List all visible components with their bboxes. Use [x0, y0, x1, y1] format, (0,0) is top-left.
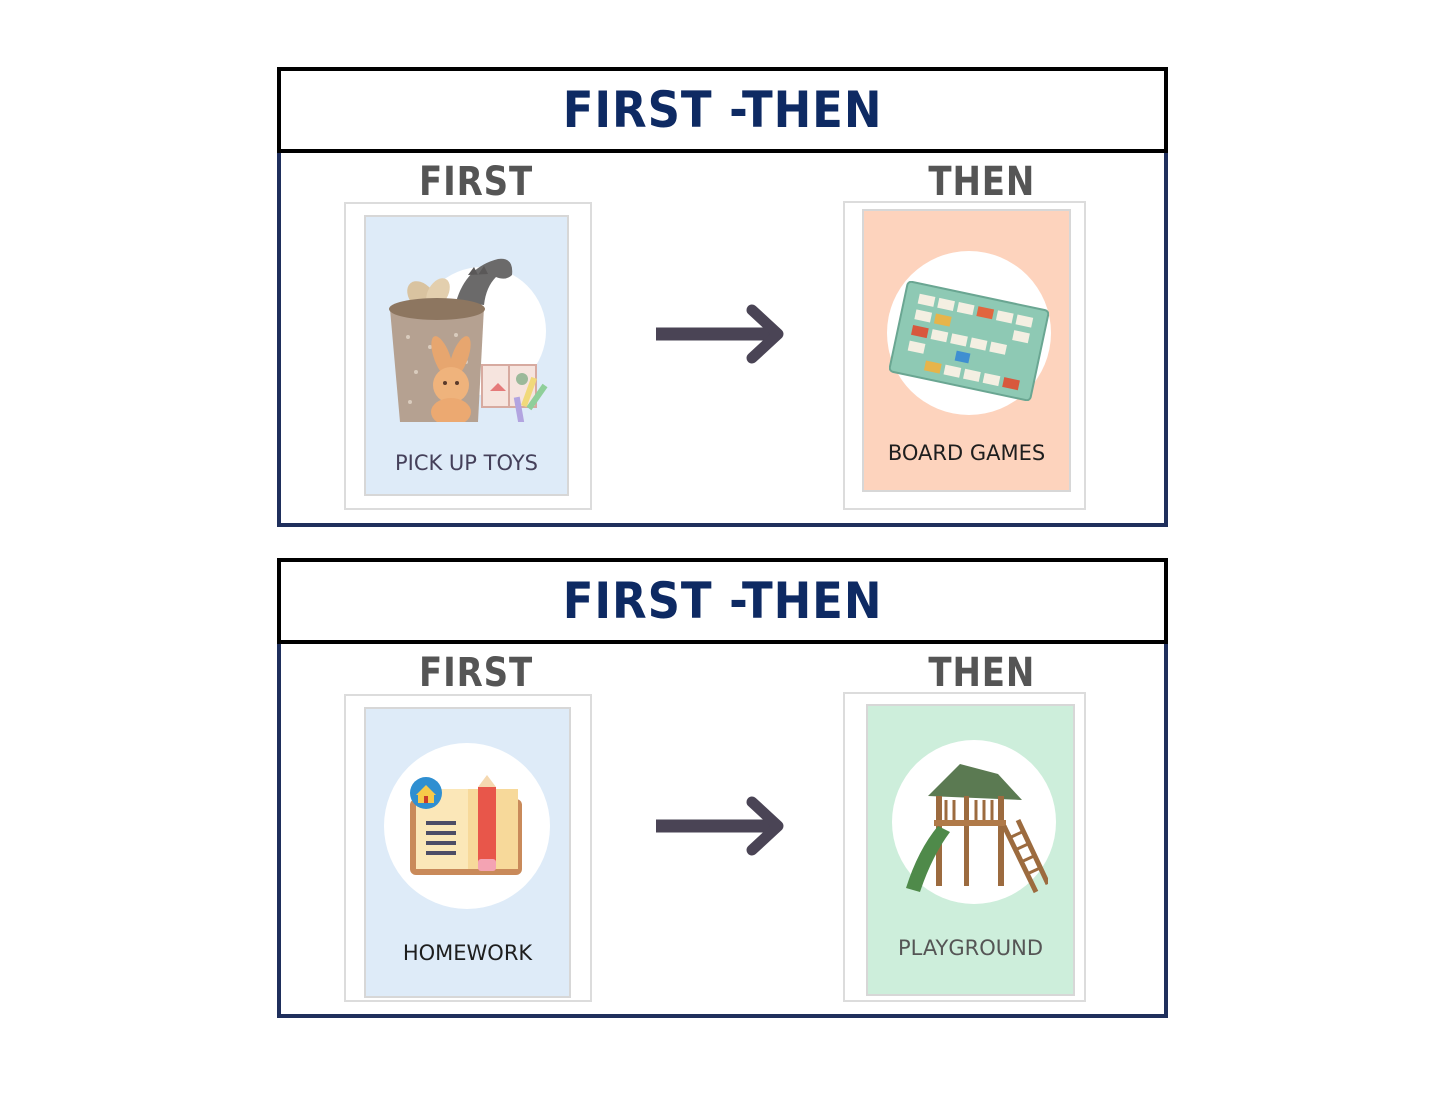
pick-up-toys-card: PICK UP TOYS — [364, 215, 569, 496]
board-header: FIRST -THEN — [277, 558, 1168, 644]
board-game-icon — [889, 281, 1049, 401]
homework-book-icon — [408, 775, 528, 885]
card-label: HOMEWORK — [402, 941, 533, 965]
then-card-frame: PLAYGROUND — [843, 692, 1086, 1002]
toy-basket-icon — [386, 247, 551, 422]
first-card-frame: PICK UP TOYS — [344, 202, 592, 510]
card-label: BOARD GAMES — [887, 441, 1046, 465]
arrow-icon — [654, 796, 786, 856]
playground-card: PLAYGROUND — [866, 704, 1075, 996]
first-then-board-1: FIRST -THEN FIRST THEN — [277, 67, 1168, 527]
first-then-board-2: FIRST -THEN FIRST THEN — [277, 558, 1168, 1018]
board-games-card: BOARD GAMES — [862, 209, 1071, 492]
board-title: FIRST -THEN — [562, 572, 883, 630]
then-column-label: THEN — [928, 159, 1036, 205]
then-column-label: THEN — [928, 650, 1036, 696]
homework-card: HOMEWORK — [364, 707, 571, 998]
board-header: FIRST -THEN — [277, 67, 1168, 153]
first-card-frame: HOMEWORK — [344, 694, 592, 1002]
card-label: PLAYGROUND — [897, 936, 1044, 960]
playground-icon — [898, 760, 1048, 900]
then-card-frame: BOARD GAMES — [843, 201, 1086, 510]
first-column-label: FIRST — [419, 650, 534, 696]
card-label: PICK UP TOYS — [394, 451, 539, 475]
first-column-label: FIRST — [419, 159, 534, 205]
arrow-icon — [654, 304, 786, 364]
board-title: FIRST -THEN — [562, 81, 883, 139]
